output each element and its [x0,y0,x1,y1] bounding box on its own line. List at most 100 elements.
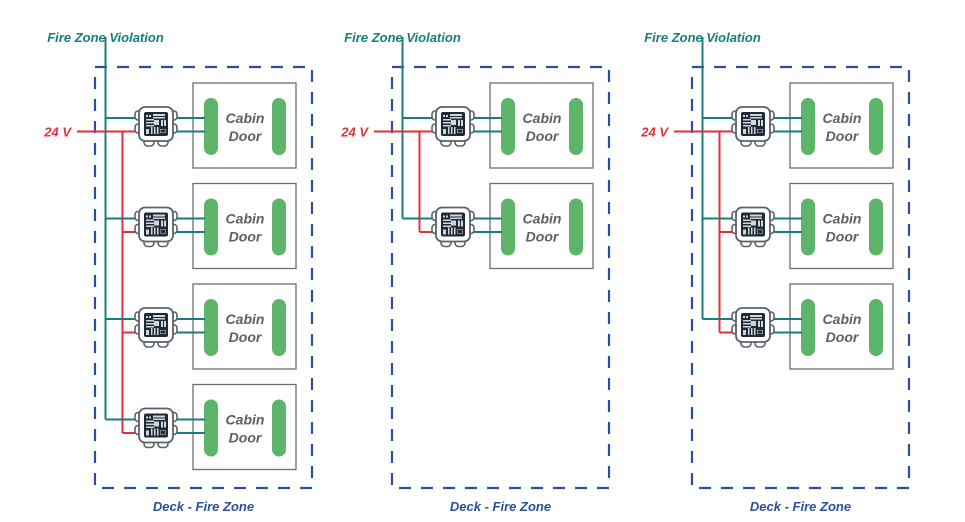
circuit-trace [751,328,753,335]
circuit-trace [154,328,156,335]
door-label-line1: Cabin [523,110,562,126]
circuit-trace [746,215,748,218]
circuit-trace [146,423,154,425]
circuit-trace [451,120,456,125]
circuit-trace [154,227,156,235]
door-leaf-right [272,198,286,256]
circuit-trace [153,318,165,320]
circuit-trace [754,127,756,134]
circuit-trace [461,120,463,126]
circuit-trace [160,230,166,233]
door-label-line2: Door [826,128,860,144]
circuit-trace [153,117,165,119]
controller-module-icon [134,106,178,147]
voltage-label: 24 V [340,125,369,140]
circuit-trace [146,115,148,117]
circuit-trace [461,220,463,227]
circuit-trace [761,120,763,126]
circuit-trace [750,214,762,217]
circuit-trace [743,129,746,134]
circuit-trace [164,120,166,126]
door-label-line1: Cabin [226,110,265,126]
circuit-trace [146,229,149,235]
circuit-trace [450,117,462,119]
circuit-trace [157,328,159,335]
door-label-line1: Cabin [523,211,562,227]
circuit-trace [446,115,448,117]
fire-zone-panel-1: CabinDoorCabinDoorCabinDoorCabinDoorFire… [43,30,314,514]
circuit-trace [157,428,159,436]
circuit-trace [161,120,163,126]
circuit-trace [153,217,165,219]
circuit-trace [154,120,159,125]
circuit-trace [748,227,750,235]
circuit-trace [743,316,745,318]
fire-zone-violation-label: Fire Zone Violation [344,30,461,45]
circuit-trace [750,114,762,116]
door-label-line2: Door [826,329,860,345]
circuit-trace [746,316,748,318]
circuit-trace [164,421,166,428]
circuit-trace [446,215,448,218]
circuit-trace [443,229,446,235]
circuit-trace [146,225,154,227]
circuit-trace [757,330,763,334]
fire-zone-violation-label: Fire Zone Violation [47,30,164,45]
door-label-line1: Cabin [226,211,265,227]
fire-zone-border [93,65,314,490]
deck-fire-zone-label: Deck - Fire Zone [750,499,851,514]
controller-module-icon [731,106,775,147]
circuit-trace [161,321,163,327]
circuit-trace [146,129,149,134]
circuit-trace [454,227,456,235]
circuit-trace [153,114,165,116]
circuit-trace [761,220,763,227]
door-label-line2: Door [229,229,263,245]
circuit-trace [743,225,751,227]
circuit-trace [146,330,149,335]
circuit-trace [743,222,751,224]
circuit-trace [149,416,151,419]
circuit-trace [750,315,762,317]
circuit-trace [458,120,460,126]
circuit-trace [164,321,166,327]
voltage-label: 24 V [640,125,669,140]
fire-zone-border [390,65,611,490]
circuit-trace [146,420,154,422]
circuit-trace [743,320,751,322]
circuit-trace [443,222,451,224]
circuit-trace [146,219,154,221]
controller-module-icon [731,307,775,348]
fire-zone-violation-label: Fire Zone Violation [644,30,761,45]
circuit-trace [153,214,165,217]
circuit-trace [754,328,756,335]
circuit-trace [743,122,751,124]
circuit-trace [743,219,751,221]
door-leaf-left [501,198,515,256]
circuit-trace [754,227,756,235]
circuit-trace [154,127,156,134]
door-leaf-right [272,399,286,457]
door-label-line1: Cabin [823,211,862,227]
circuit-trace [743,229,746,235]
door-leaf-right [272,98,286,155]
circuit-trace [750,217,762,219]
door-label-line1: Cabin [226,311,265,327]
circuit-trace [751,227,753,235]
fire-zone-border [690,65,911,490]
circuit-trace [153,415,165,418]
circuit-trace [457,230,463,233]
circuit-trace [146,215,148,218]
circuit-trace [154,421,159,427]
door-leaf-left [501,98,515,155]
circuit-trace [746,115,748,117]
circuit-trace [450,217,462,219]
circuit-trace [443,219,451,221]
circuit-trace [146,320,154,322]
circuit-trace [146,119,154,121]
circuit-trace [761,321,763,327]
circuit-trace [161,421,163,428]
